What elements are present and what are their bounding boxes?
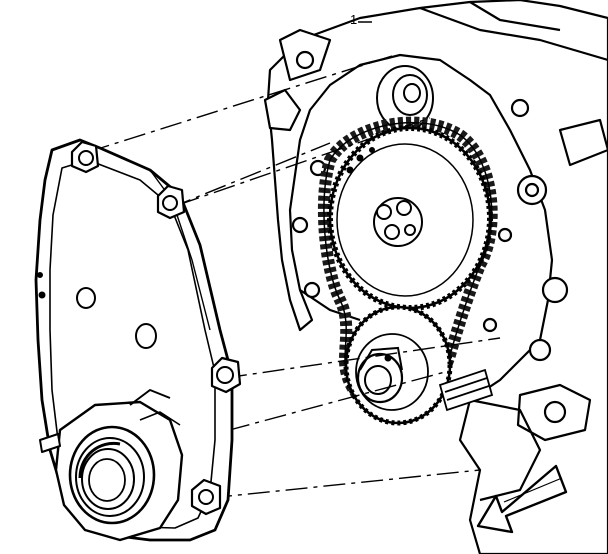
cover-bolt-top-right	[156, 184, 186, 220]
callout-number: 1	[350, 12, 357, 27]
crank-sensor-ring	[438, 368, 494, 412]
cover-bolt-bottom	[190, 478, 222, 516]
callout-1: 1	[350, 12, 372, 27]
crankshaft-sprocket	[343, 304, 453, 426]
camshaft-sprocket	[327, 125, 493, 311]
crankshaft-front-oil-seal	[68, 425, 156, 525]
front-direction-arrow-icon	[476, 464, 568, 534]
upper-idler	[376, 65, 434, 131]
cover-bolt-mid-right	[210, 356, 242, 394]
engine-block-front	[263, 0, 608, 554]
cover-bolt-top-left	[70, 140, 100, 174]
